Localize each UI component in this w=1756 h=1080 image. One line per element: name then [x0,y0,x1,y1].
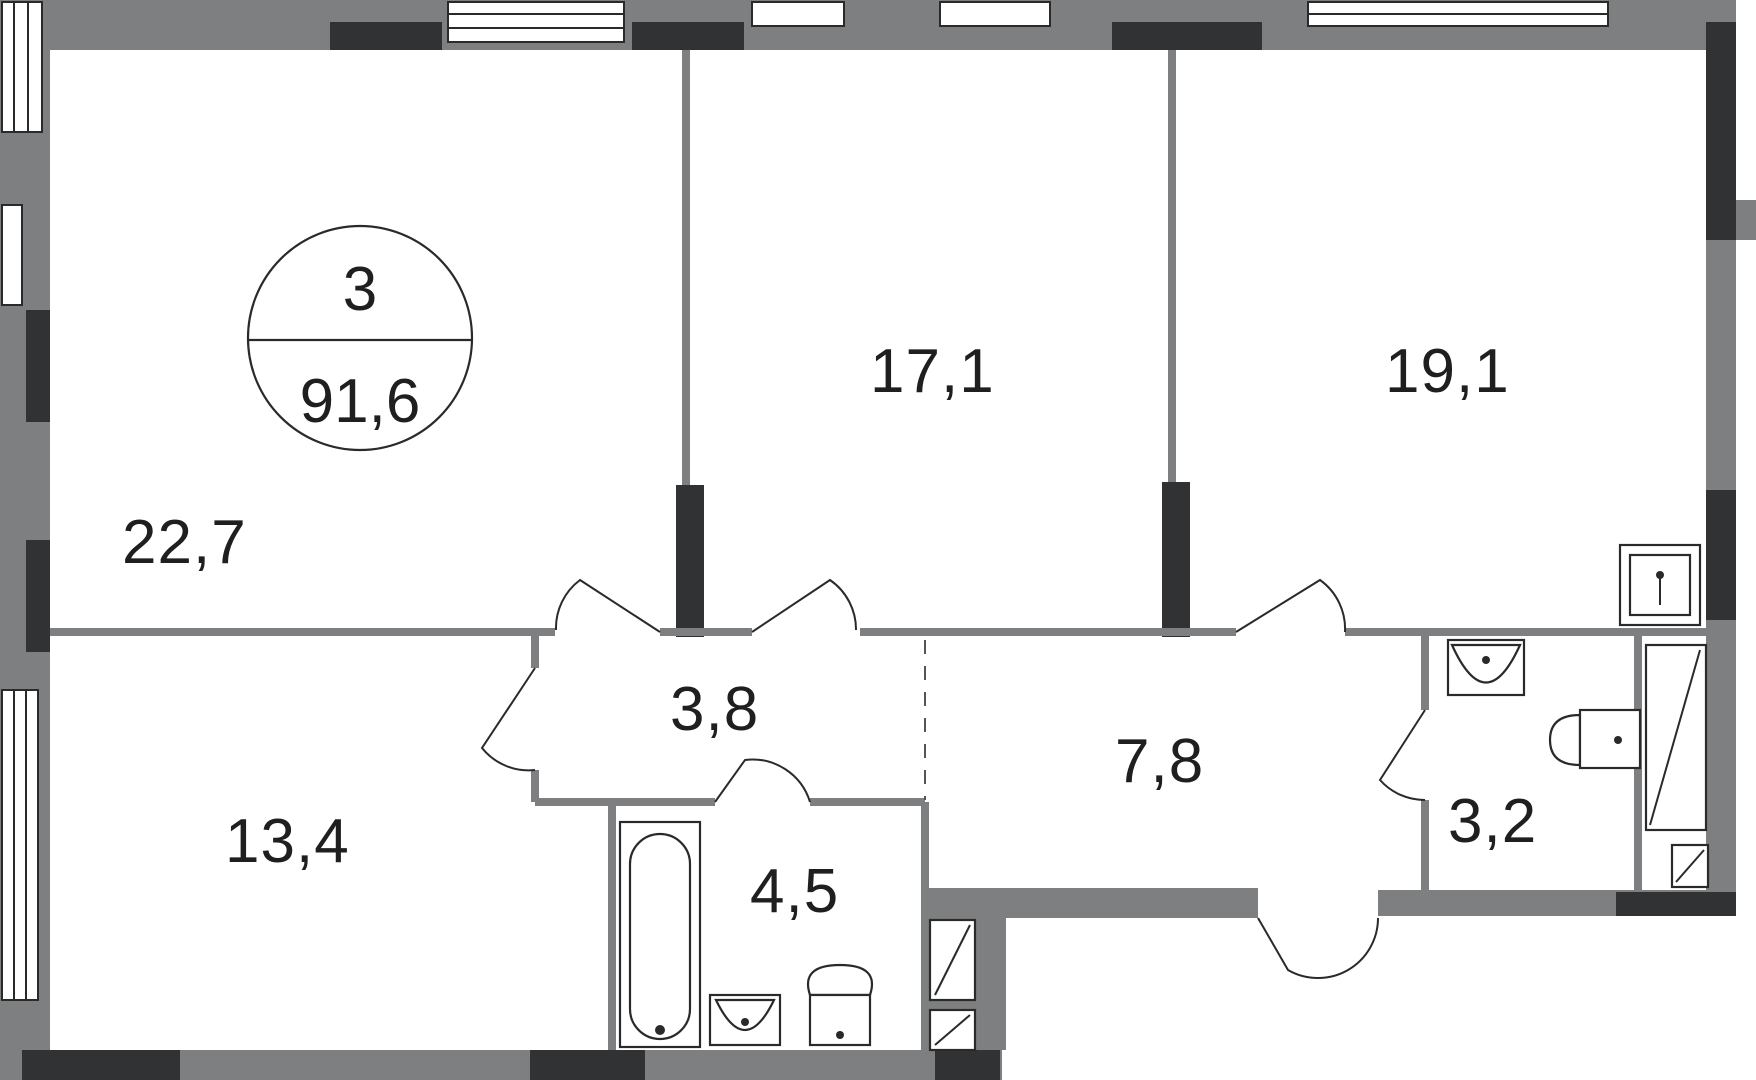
area-hall-2: 7,8 [1115,727,1204,796]
drain-icon [655,1025,665,1035]
area-bedroom-2: 19,1 [1385,337,1510,406]
doors [480,578,1426,980]
interior-walls [50,50,1706,1050]
area-living-room: 22,7 [122,508,247,577]
area-bathroom-2: 3,2 [1448,787,1537,856]
area-bedroom-3: 13,4 [225,807,350,876]
apartment-badge: 3 91,6 [246,224,474,452]
area-bedroom-1: 17,1 [870,337,995,406]
room-labels: 22,7 17,1 19,1 13,4 3,8 7,8 4,5 3,2 [122,337,1537,926]
rooms-count: 3 [343,255,377,324]
fixtures [618,543,1710,1052]
area-bathroom-1: 4,5 [750,857,839,926]
total-area: 91,6 [300,367,421,436]
area-hall-1: 3,8 [670,675,759,744]
